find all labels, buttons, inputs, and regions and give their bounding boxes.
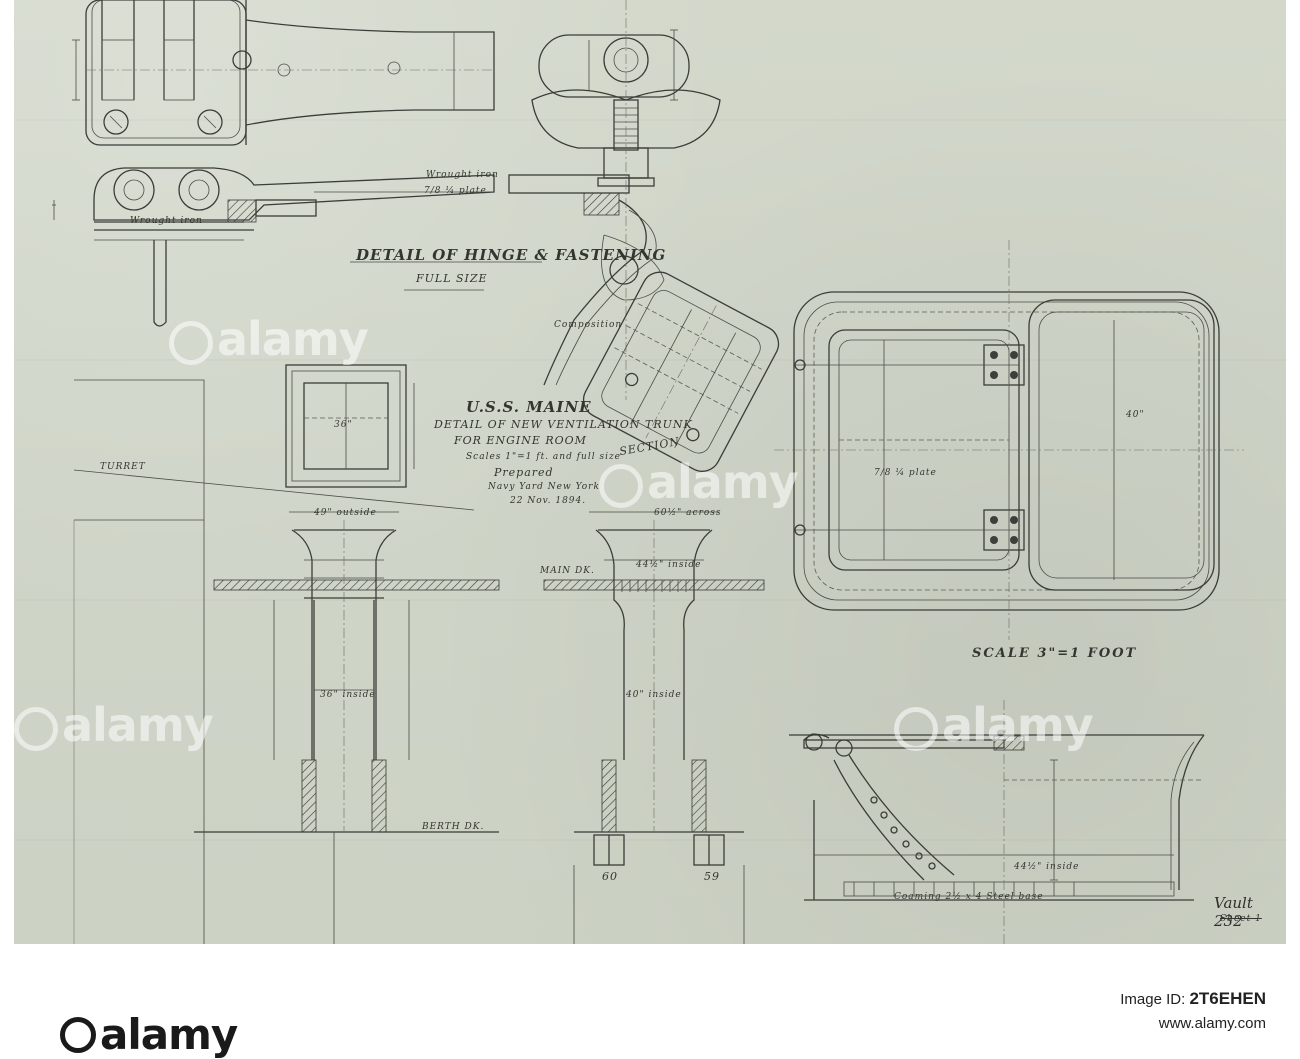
hatch-plan-view <box>774 240 1244 640</box>
stock-footer <box>0 944 1300 1041</box>
technical-drawing <box>14 0 1286 944</box>
frame-60-label: 60 <box>602 870 618 883</box>
drawing-scale-note: Scales 1"=1 ft. and full size <box>466 452 622 462</box>
hinge-plan-view <box>72 0 495 146</box>
trunk-elevation-left <box>194 511 500 944</box>
watermark-circle-icon <box>894 706 938 751</box>
hinge-detail-title: DETAIL OF HINGE & FASTENING <box>356 246 667 264</box>
dim-40: 40" <box>1126 410 1145 420</box>
label-wrought-iron: Wrought iron <box>426 170 499 180</box>
watermark-logo: alamy <box>599 455 799 509</box>
yard-label: Navy Yard New York <box>488 482 600 492</box>
date-label: 22 Nov. 1894. <box>510 496 587 506</box>
watermark-circle-icon <box>599 463 643 508</box>
footer-meta: Image ID: 2T6EHEN www.alamy.com <box>1120 986 1266 1036</box>
hinge-elevation <box>52 167 495 327</box>
frame-59-label: 59 <box>704 870 720 883</box>
dim-36-inside: 36" inside <box>320 690 376 700</box>
image-id-line: Image ID: 2T6EHEN <box>1120 986 1266 1012</box>
image-id-value: 2T6EHEN <box>1189 989 1266 1008</box>
fastening-detail <box>508 0 721 400</box>
dim-44-inside-bottom: 44½" inside <box>1014 862 1080 872</box>
vault-reference: Vault 232 <box>1214 894 1253 930</box>
dim-49-outside: 49" outside <box>314 508 377 518</box>
blueprint-sheet: DETAIL OF HINGE & FASTENING FULL SIZE U.… <box>14 0 1286 944</box>
label-wrought-iron-2: Wrought iron <box>130 216 203 226</box>
watermark-logo: alamy <box>894 698 1094 752</box>
plan-scale-label: SCALE 3"=1 FOOT <box>972 646 1138 661</box>
dim-plate-plan: 7/8 ¼ plate <box>874 468 937 478</box>
drawing-subtitle-2: FOR ENGINE ROOM <box>454 434 587 447</box>
hatch-section-rotated <box>582 271 780 472</box>
dim-60-across: 60½" across <box>654 508 722 518</box>
watermark-circle-icon <box>14 706 58 751</box>
watermark-logo: alamy <box>169 312 369 366</box>
berth-deck-label: BERTH DK. <box>422 822 485 832</box>
dim-coaming: Coaming 2½ x 4 Steel base <box>894 892 1044 902</box>
image-id-label: Image ID: <box>1120 991 1186 1008</box>
brand-circle-icon <box>60 1016 96 1053</box>
label-plate: 7/8 ¼ plate <box>424 186 487 196</box>
label-composition: Composition <box>554 320 623 330</box>
footer-brand-logo[interactable]: alamy <box>60 1010 238 1059</box>
trunk-elevation-right <box>543 511 765 944</box>
drawing-subtitle-1: DETAIL OF NEW VENTILATION TRUNK <box>434 418 693 431</box>
watermark-logo: alamy <box>14 698 214 752</box>
dim-40-inside: 40" inside <box>626 690 682 700</box>
dim-44-inside: 44½" inside <box>636 560 702 570</box>
main-deck-label: MAIN DK. <box>540 566 595 576</box>
dim-36: 36" <box>334 420 353 430</box>
vault-sheet: Sheet 1 <box>1220 914 1262 924</box>
label-turret: TURRET <box>100 462 146 472</box>
hinge-detail-scale: FULL SIZE <box>416 272 488 285</box>
turret-outline <box>73 379 475 944</box>
prepared-label: Prepared <box>494 466 554 479</box>
vessel-title: U.S.S. MAINE <box>466 398 592 416</box>
footer-url[interactable]: www.alamy.com <box>1158 1015 1266 1033</box>
trunk-plan-small <box>285 364 415 488</box>
footer-brand-text: alamy <box>100 1010 238 1059</box>
watermark-circle-icon <box>169 320 213 365</box>
